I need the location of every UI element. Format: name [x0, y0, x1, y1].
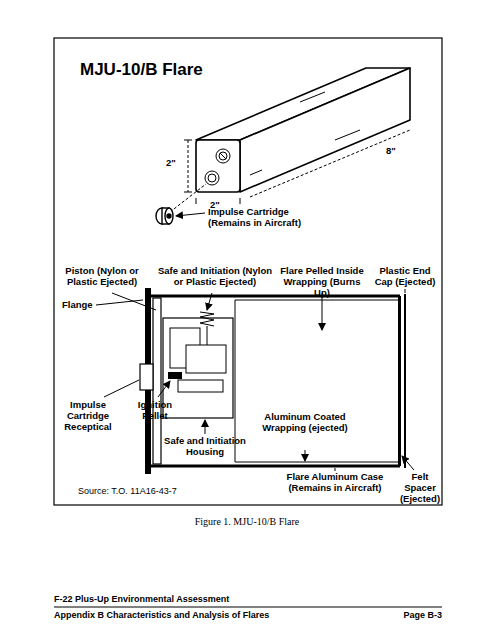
part-label: Flare Pelled Inside Wrapping (Burns Up) [276, 266, 368, 299]
part-label: Flange [62, 300, 102, 311]
part-label: Felt Spacer (Ejected) [398, 472, 442, 505]
part-label: Impulse Cartridge (Remains in Aircraft) [208, 207, 320, 229]
part-label: Ignition Pellet [132, 400, 178, 422]
figure-title: MJU-10/B Flare [80, 60, 280, 80]
dimension: 2" [166, 158, 186, 169]
page-number: Page B-3 [342, 610, 442, 620]
part-label: Flare Aluminum Case (Remains in Aircraft… [275, 472, 395, 494]
part-label: Safe and Initiation Housing [150, 436, 260, 458]
figure-caption: Figure 1. MJU-10/B Flare [97, 516, 397, 528]
part-label: Piston (Nylon or Plastic Ejected) [56, 266, 148, 288]
part-label: Aluminum Coated Wrapping (ejected) [260, 412, 350, 434]
part-label: Impulse Cartridge Receptical [58, 400, 118, 433]
part-label: Plastic End Cap (Ejected) [372, 266, 438, 288]
part-label: Safe and Initiation (Nylon or Plastic Ej… [156, 266, 274, 288]
footer-text: Appendix B Characteristics and Analysis … [54, 610, 354, 620]
footer-text: F-22 Plus-Up Environmental Assessment [54, 594, 354, 604]
source-note: Source: T.O. 11A16-43-7 [78, 486, 278, 496]
dimension: 8" [386, 146, 406, 157]
